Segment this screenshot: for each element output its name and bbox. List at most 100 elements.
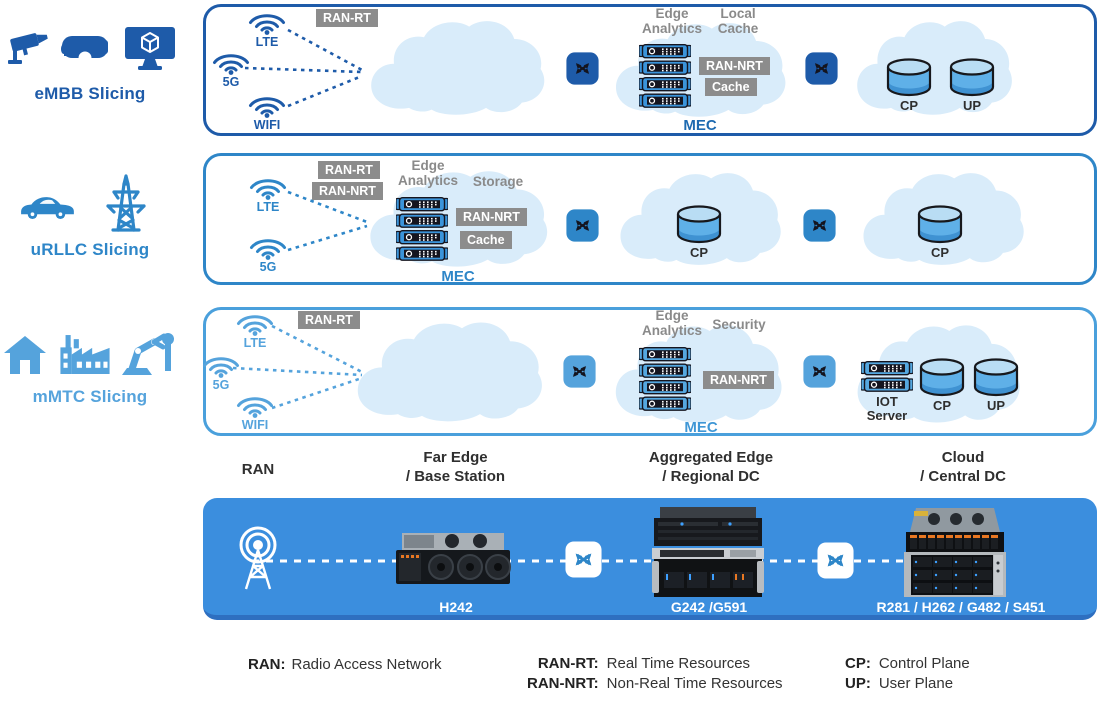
database-cylinder-icon [917, 356, 967, 398]
legend-group-ran-rt: RAN-RT: Real Time Resources RAN-NRT: Non… [527, 655, 783, 692]
legend-value: Real Time Resources [606, 655, 751, 672]
mec-caption: MEC [683, 117, 717, 134]
mec-caption: MEC [441, 268, 475, 285]
power-tower-icon [98, 174, 154, 232]
tag-ran-nrt: RAN-NRT [312, 182, 383, 201]
column-label-far-edge: Far Edge / Base Station [383, 449, 528, 487]
hardware-model-label: G242 /G591 [670, 599, 748, 615]
rack-server-stack-icon [639, 347, 691, 411]
radio-label: WIFI [241, 418, 269, 432]
db-label-cp: CP [899, 98, 919, 113]
h242-server-image [394, 532, 512, 586]
hardware-model-label: R281 / H262 / G482 / S451 [876, 599, 1046, 615]
legend-value: User Plane [878, 675, 954, 692]
wifi-signal-icon [235, 309, 275, 336]
column-line: / Regional DC [662, 467, 760, 485]
network-switch-icon [805, 52, 838, 85]
column-line: Cloud [941, 449, 985, 466]
wifi-signal-icon [247, 91, 287, 118]
legend-group-planes: CP: Control Plane UP: User Plane [845, 655, 970, 692]
network-switch-icon [803, 209, 836, 242]
rack-server-stack-icon [396, 197, 448, 261]
banner-dashed-line [252, 559, 1000, 563]
db-label-cp: CP [930, 245, 950, 260]
tag-ran-nrt: RAN-NRT [699, 57, 770, 76]
g242-g591-server-image [652, 506, 764, 599]
network-switch-icon [566, 52, 599, 85]
cloud-shape [348, 317, 548, 429]
db-label-up: UP [962, 98, 982, 113]
database-cylinder-icon [674, 203, 724, 245]
legend-key: RAN: [248, 656, 286, 673]
radio-label: LTE [256, 200, 280, 214]
wifi-signal-icon [247, 8, 287, 35]
radio-wifi: WIFI [235, 391, 275, 432]
database-cylinder-icon [915, 203, 965, 245]
database-cylinder-icon [971, 356, 1021, 398]
iot-label-line2: Server [866, 408, 908, 424]
radio-wifi: WIFI [247, 91, 287, 132]
legend-item-ran: RAN: Radio Access Network [248, 656, 442, 673]
radio-5g: 5G [211, 48, 251, 89]
cloud-shape [362, 16, 550, 122]
mmtc-box [203, 307, 1097, 436]
factory-icon [58, 333, 112, 376]
radio-label: 5G [259, 260, 277, 274]
car-icon [18, 190, 78, 222]
radio-5g: 5G [248, 233, 288, 274]
mec-heading-right: Security [712, 317, 766, 332]
iot-label-line1: IOT [876, 394, 898, 409]
network-switch-icon [566, 209, 599, 242]
slice-label-mmtc: mMTC Slicing [32, 387, 148, 406]
column-label-ran: RAN [216, 461, 300, 480]
radio-lte: LTE [247, 8, 287, 49]
db-label-cp: CP [932, 398, 952, 413]
radio-label: LTE [255, 35, 279, 49]
legend-value: Control Plane [878, 655, 970, 672]
column-line: / Central DC [920, 467, 1006, 485]
iot-server-stack-icon [861, 361, 913, 392]
wifi-signal-icon [235, 391, 275, 418]
slice-label-embb: eMBB Slicing [34, 84, 146, 103]
radio-links [244, 28, 363, 108]
column-line: / Base Station [405, 467, 506, 485]
tag-cache: Cache [705, 78, 757, 97]
legend-key: RAN-NRT: [527, 675, 599, 692]
robot-arm-icon [116, 331, 178, 376]
mec-heading-right: Storage [472, 174, 524, 189]
wifi-signal-icon [201, 351, 241, 378]
radio-lte: LTE [248, 173, 288, 214]
network-switch-icon [803, 355, 836, 388]
mec-heading-left: Edge Analytics [397, 158, 459, 188]
legend-value: Radio Access Network [291, 656, 442, 673]
tag-ran-rt: RAN-RT [316, 9, 378, 28]
tag-ran-nrt: RAN-NRT [456, 208, 527, 227]
radio-5g: 5G [201, 351, 241, 392]
legend-value: Non-Real Time Resources [606, 675, 783, 692]
legend-key: UP: [845, 675, 871, 692]
db-label-cp: CP [689, 245, 709, 260]
tag-ran-rt: RAN-RT [318, 161, 380, 180]
radio-label: 5G [212, 378, 230, 392]
column-line: RAN [241, 461, 275, 478]
column-line: Aggregated Edge [648, 449, 774, 466]
wifi-signal-icon [248, 233, 288, 260]
db-label-up: UP [986, 398, 1006, 413]
radio-label: LTE [243, 336, 267, 350]
network-switch-icon [563, 355, 596, 388]
column-label-cloud: Cloud / Central DC [888, 449, 1038, 487]
legend-key: RAN-RT: [537, 655, 599, 672]
urllc-box [203, 153, 1097, 285]
wifi-signal-icon [211, 48, 251, 75]
slice-label-urllc: uRLLC Slicing [30, 240, 150, 259]
column-line: Far Edge [423, 449, 488, 466]
network-switch-icon [817, 542, 854, 579]
tag-ran-nrt: RAN-NRT [703, 371, 774, 390]
house-icon [2, 334, 48, 376]
legend-key: CP: [845, 655, 871, 672]
iot-server-label: IOT Server [858, 394, 916, 424]
vr-headset-icon [58, 34, 110, 64]
rack-server-stack-icon [639, 44, 691, 108]
radio-links [287, 190, 368, 252]
